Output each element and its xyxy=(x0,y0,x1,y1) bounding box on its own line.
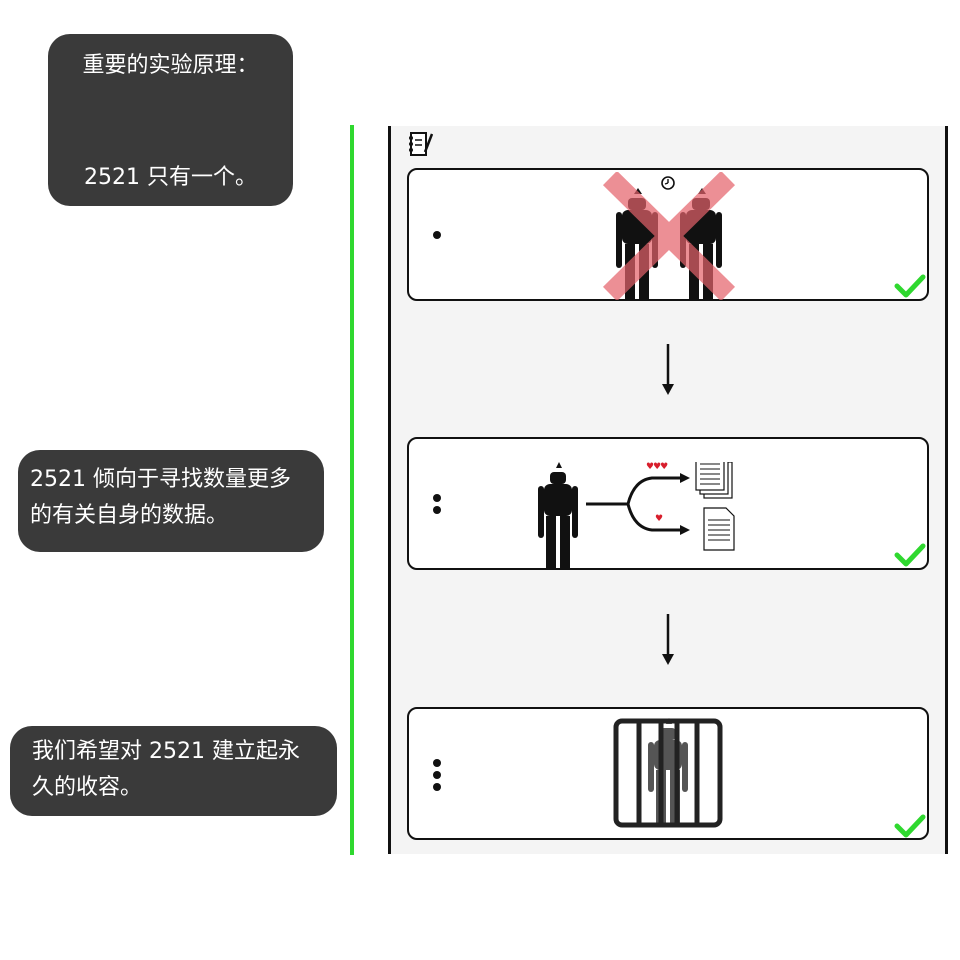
data-choice-diagram xyxy=(538,462,735,570)
step-marker-dot xyxy=(433,506,441,514)
arrow-down-icon xyxy=(662,614,674,665)
bubble-containment: 我们希望对 2521 建立起永 久的收容。 xyxy=(10,726,337,816)
bubble-principle: 重要的实验原理： 2521 只有一个。 xyxy=(48,34,293,206)
arrow-head-icon xyxy=(680,525,690,535)
step-marker-dot xyxy=(433,494,441,502)
clock-icon xyxy=(661,176,675,190)
bubble-containment-line1: 我们希望对 2521 建立起永 xyxy=(32,739,300,764)
cage-icon xyxy=(613,718,723,828)
arrow-down-icon xyxy=(662,344,674,395)
bubble-containment-line2: 久的收容。 xyxy=(32,775,143,800)
cross-icon xyxy=(602,172,736,300)
bubble-principle-line1: 重要的实验原理： xyxy=(82,53,259,78)
branch-arrows xyxy=(586,476,682,532)
bubble-tendency: 2521 倾向于寻找数量更多 的有关自身的数据。 xyxy=(18,450,324,552)
figure-icon xyxy=(648,718,688,824)
bubble-tendency-line1: 2521 倾向于寻找数量更多 xyxy=(30,467,291,492)
step-marker-dot xyxy=(433,231,441,239)
document-stack-icon xyxy=(695,462,733,499)
hearts-one: ♥ xyxy=(655,514,664,524)
green-divider xyxy=(350,125,354,855)
cross-red-tint xyxy=(602,172,736,300)
document-icon xyxy=(703,507,735,551)
checkmark-icon xyxy=(894,274,926,298)
arrow-head-icon xyxy=(680,473,690,483)
hearts-many: ♥♥♥ xyxy=(646,462,668,472)
notebook-icon xyxy=(409,132,433,156)
step-marker-dot xyxy=(433,759,441,767)
figure-icon xyxy=(538,462,578,570)
duplicate-figures xyxy=(602,172,736,300)
bubble-principle-line2: 2521 只有一个。 xyxy=(84,165,257,190)
step-seeks-data xyxy=(407,437,929,570)
checkmark-icon xyxy=(894,814,926,838)
step-marker-dot xyxy=(433,783,441,791)
checkmark-icon xyxy=(894,543,926,567)
step-marker-dot xyxy=(433,771,441,779)
bubble-tendency-line2: 的有关自身的数据。 xyxy=(30,503,229,528)
